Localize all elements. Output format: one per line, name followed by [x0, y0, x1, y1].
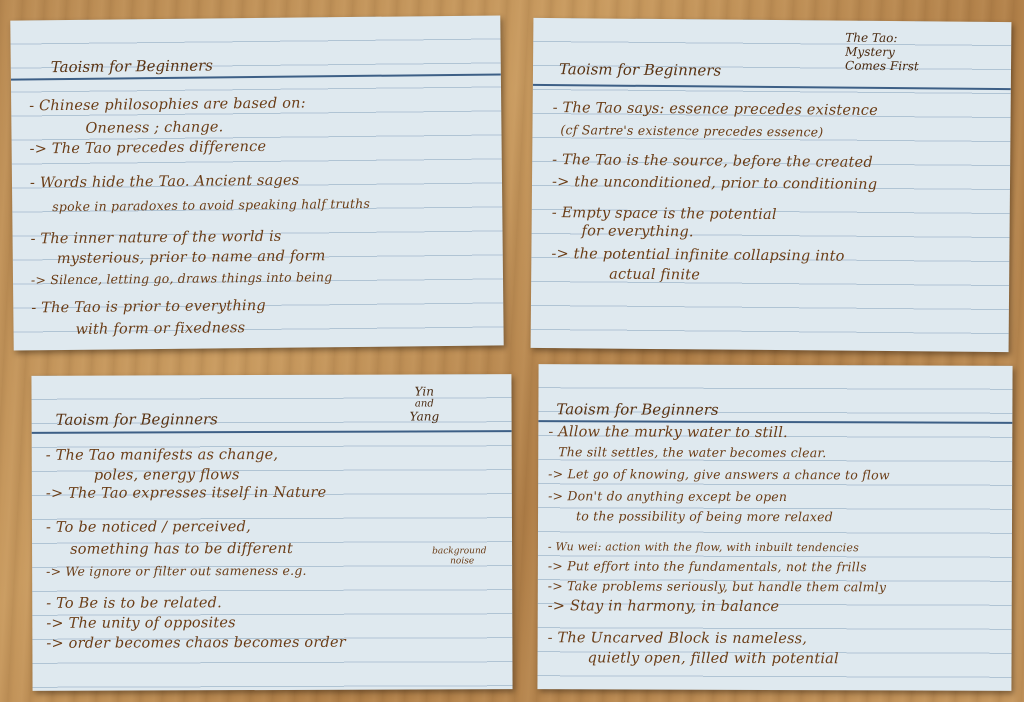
card-line: - To Be is to be related.: [46, 595, 222, 612]
card-line: - The Tao manifests as change,: [45, 446, 279, 464]
card-header-rule: [538, 420, 1013, 424]
card-line: -> Let go of knowing, give answers a cha…: [548, 466, 890, 483]
card-title: Taoism for Beginners: [50, 56, 214, 77]
card-line: - To be noticed / perceived,: [45, 519, 251, 536]
tag-line: Yin: [414, 384, 434, 399]
card-line: -> Silence, letting go, draws things int…: [30, 269, 333, 288]
index-card-1: Taoism for Beginners - Chinese philosoph…: [10, 15, 504, 351]
card-line: with form or fixedness: [75, 320, 246, 338]
margin-note: background noise: [432, 546, 487, 566]
tag-line: Mystery: [845, 44, 895, 60]
card-line: -> The Tao precedes difference: [29, 138, 267, 158]
card-line: - The inner nature of the world is: [30, 228, 282, 248]
card-line: -> Put effort into the fundamentals, not…: [547, 558, 867, 575]
tag-line: The Tao:: [845, 30, 898, 46]
card-header-rule: [31, 430, 512, 434]
index-card-3: Taoism for Beginners Yin and Yang - The …: [31, 374, 513, 691]
card-line: spoke in paradoxes to avoid speaking hal…: [52, 195, 371, 215]
card-line: for everything.: [581, 223, 694, 241]
card-line: The silt settles, the water becomes clea…: [558, 444, 827, 461]
card-line: quietly open, filled with potential: [587, 650, 839, 668]
card-line: to the possibility of being more relaxed: [576, 508, 833, 525]
card-line: -> the potential infinite collapsing int…: [551, 246, 845, 265]
card-line: (cf Sartre's existence precedes essence): [560, 122, 824, 140]
card-line: mysterious, prior to name and form: [56, 248, 326, 268]
index-card-2: Taoism for Beginners The Tao: Mystery Co…: [530, 17, 1012, 353]
card-line: something has to be different: [70, 540, 294, 558]
card-title: Taoism for Beginners: [558, 60, 722, 80]
card-line: - Chinese philosophies are based on:: [29, 95, 306, 115]
card-line: - Words hide the Tao. Ancient sages: [29, 172, 300, 192]
card-line: -> The unity of opposites: [46, 615, 236, 632]
card-title: Taoism for Beginners: [55, 410, 218, 429]
tag-line: Comes First: [844, 58, 919, 74]
card-line: - The Tao is the source, before the crea…: [552, 152, 873, 171]
card-line: - The Tao says: essence precedes existen…: [552, 100, 878, 119]
card-topic-tag: Yin and Yang: [409, 384, 440, 424]
card-line: -> the unconditioned, prior to condition…: [551, 174, 878, 193]
card-line: Oneness ; change.: [85, 119, 224, 137]
card-line: poles, energy flows: [93, 467, 240, 484]
card-line: -> The Tao expresses itself in Nature: [45, 484, 327, 502]
card-line: -> order becomes chaos becomes order: [46, 634, 346, 652]
margin-note-line: noise: [450, 556, 475, 567]
card-line: -> Take problems seriously, but handle t…: [547, 578, 887, 595]
index-card-4: Taoism for Beginners - Allow the murky w…: [537, 364, 1013, 691]
card-line: - Wu wei: action with the flow, with inb…: [547, 540, 859, 555]
card-line: -> We ignore or filter out sameness e.g.: [46, 562, 307, 579]
card-line: - The Uncarved Block is nameless,: [547, 630, 808, 648]
card-line: - The Tao is prior to everything: [31, 297, 266, 317]
tag-line: and: [414, 398, 434, 410]
card-header-rule: [532, 83, 1011, 91]
tag-line: Yang: [409, 409, 440, 424]
card-line: actual finite: [609, 266, 701, 284]
card-line: - Empty space is the potential: [551, 205, 777, 224]
card-line: -> Stay in harmony, in balance: [547, 598, 780, 616]
card-line: - Allow the murky water to still.: [548, 424, 788, 442]
margin-note-line: background: [432, 546, 487, 557]
card-title: Taoism for Beginners: [556, 400, 719, 419]
card-topic-tag: The Tao: Mystery Comes First: [845, 31, 919, 74]
card-line: -> Don't do anything except be open: [548, 488, 788, 505]
